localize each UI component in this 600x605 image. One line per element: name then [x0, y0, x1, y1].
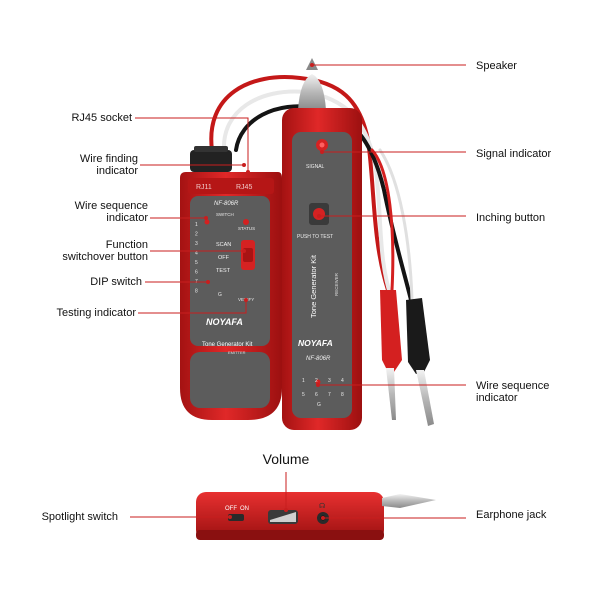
emitter-dip-g: G [218, 292, 222, 298]
side-off-label: OFF [225, 506, 237, 512]
receiver-wire-number: 7 [328, 392, 331, 398]
label-dip-switch: DIP switch [90, 276, 142, 288]
emitter-dip-number: 3 [195, 241, 198, 247]
receiver-wire-number: 2 [315, 378, 318, 384]
emitter-dip-number: 4 [195, 251, 198, 257]
label-spotlight-switch: Spotlight switch [41, 511, 118, 523]
emitter-dip-number: 8 [195, 289, 198, 295]
receiver-push-to-test: PUSH TO TEST [297, 234, 333, 240]
test-cables [209, 75, 420, 332]
earphone-icon: ☊ [319, 502, 325, 510]
emitter-kit-type: EMITTER [228, 350, 246, 355]
emitter-dip-number: 2 [195, 232, 198, 238]
callout-dots [204, 63, 325, 520]
receiver-kit-name: Tone Generator Kit [309, 254, 318, 318]
label-earphone-jack: Earphone jack [476, 509, 547, 521]
emitter-dip-number: 5 [195, 260, 198, 266]
emitter-model: NF-806R [214, 201, 239, 207]
receiver-brand-logo: NOYAFA [298, 338, 333, 348]
receiver-wire-number: 1 [302, 378, 305, 384]
label-signal-indicator: Signal indicator [476, 148, 552, 160]
receiver-wire-number: 6 [315, 392, 318, 398]
side-on-label: ON [240, 506, 249, 512]
emitter-switch-label: SWITCH [216, 212, 234, 217]
receiver-wire-number: 5 [302, 392, 305, 398]
label-speaker: Speaker [476, 60, 517, 72]
emitter-dip-number: 1 [195, 222, 198, 228]
emitter-dip-number: 6 [195, 270, 198, 276]
label-inching-button: Inching button [476, 212, 546, 224]
emitter-status-label: STATUS [238, 226, 255, 231]
black-alligator-clip [406, 298, 434, 426]
label-wire-sequence-indicator-right: Wire sequence indicator [476, 380, 550, 404]
red-alligator-clip [380, 290, 402, 420]
receiver-wire-number: 4 [341, 378, 344, 384]
receiver-wire-number: 3 [328, 378, 331, 384]
emitter-port-rj11: RJ11 [196, 184, 212, 191]
emitter-brand-logo: NOYAFA [206, 317, 243, 327]
label-wire-finding-indicator: Wire finding indicator [79, 153, 138, 177]
label-function-switchover-button: Function switchover button [62, 239, 148, 263]
receiver-device [282, 58, 362, 430]
receiver-wire-g: G [317, 402, 321, 408]
receiver-wire-number: 8 [341, 392, 344, 398]
callout-lines [130, 64, 466, 519]
receiver-signal-label: SIGNAL [306, 164, 325, 170]
emitter-mode-test: TEST [216, 268, 231, 274]
label-testing-indicator: Testing indicator [56, 307, 137, 319]
label-wire-sequence-indicator-left: Wire sequence indicator [74, 200, 148, 224]
label-volume: Volume [262, 451, 310, 467]
emitter-mode-scan: SCAN [216, 242, 231, 248]
emitter-mode-off: OFF [218, 255, 230, 261]
emitter-port-rj45: RJ45 [236, 184, 252, 191]
receiver-side-view: ☊ [196, 492, 436, 540]
label-rj45-socket: RJ45 socket [71, 112, 132, 124]
receiver-wire-numbers: 1 2 3 4 5 6 7 8 [302, 378, 344, 398]
emitter-kit-name: Tone Generator Kit [202, 342, 253, 348]
receiver-kit-type: RECEIVER [334, 272, 339, 296]
receiver-model: NF-806R [306, 356, 331, 362]
